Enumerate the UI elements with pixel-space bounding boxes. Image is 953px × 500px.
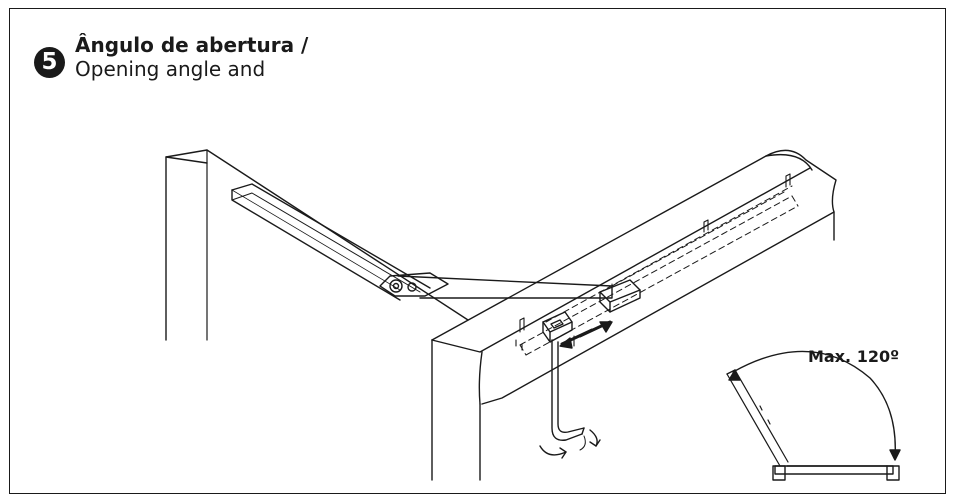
title-portuguese: Ângulo de abertura /	[75, 33, 309, 57]
door-frame-header	[431, 149, 837, 481]
slide-block	[542, 279, 641, 343]
mounting-rail	[519, 185, 799, 356]
step-number-badge: 5	[34, 47, 65, 78]
instruction-panel	[9, 8, 946, 494]
opening-angle-diagram	[726, 350, 901, 481]
slide-arrows	[559, 320, 613, 349]
max-angle-label: Max. 120º	[808, 347, 900, 366]
screws	[515, 173, 791, 351]
step-title: Ângulo de abertura / Opening angle and	[75, 33, 308, 81]
title-english: Opening angle and	[75, 57, 266, 81]
closer-body	[231, 183, 431, 301]
door-leaf	[165, 149, 469, 341]
hex-key-icon	[539, 339, 601, 459]
